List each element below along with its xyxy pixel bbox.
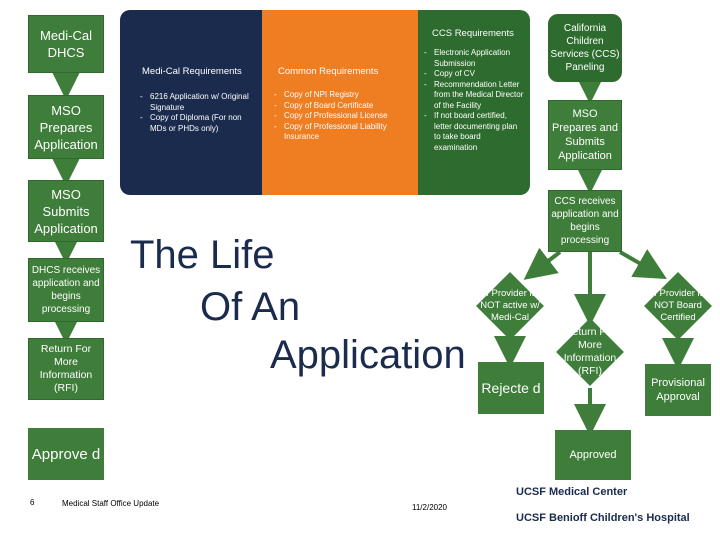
mso-prepares-submits-box: MSO Prepares and Submits Application [548,100,622,170]
common-requirements-heading: Common Requirements [278,66,379,77]
return-rfi-left-label: Return For More Information (RFI) [39,343,93,394]
ccs-receives-label: CCS receives application and begins proc… [551,196,619,246]
ccs-receives-box: CCS receives application and begins proc… [548,190,622,252]
approved-left-label: Approve d [31,445,101,463]
title-line-1: The Life [130,233,275,277]
ccs-requirement-item: If not board certified, letter documenti… [424,111,526,153]
footer-date: 11/2/2020 [412,503,447,512]
dhcs-receives-label: DHCS receives application and begins pro… [31,265,101,315]
provisional-approval-label: Provisional Approval [651,377,705,403]
return-rfi-left-box: Return For More Information (RFI) [28,338,104,400]
medi-cal-requirements-heading: Medi-Cal Requirements [142,66,242,77]
rejected-label: Rejecte d [481,380,541,396]
return-rfi-right-text: Return For More Information (RFI) [563,326,617,377]
logo-medical-center: UCSF Medical Center [516,486,628,498]
provisional-approval-box: Provisional Approval [645,364,711,416]
common-requirements-list: Copy of NPI Registry Copy of Board Certi… [274,90,412,143]
not-board-text: If Provider is NOT Board Certified [651,288,705,323]
not-active-text: If Provider is NOT active w/ Medi-Cal [480,288,540,323]
logo-childrens-hospital: UCSF Benioff Children's Hospital [516,512,690,524]
medi-cal-requirement-item: 6216 Application w/ Original Signature [140,92,260,113]
medi-cal-requirement-item: Copy of Diploma (For non MDs or PHDs onl… [140,113,260,134]
rejected-box: Rejecte d [478,362,544,414]
common-requirement-item: Copy of NPI Registry [274,90,412,101]
ccs-requirements-heading: CCS Requirements [432,28,514,39]
mso-prepares-label: MSO Prepares Application [34,102,98,152]
common-requirement-item: Copy of Professional License [274,111,412,122]
approved-right-label: Approved [569,449,617,461]
ccs-requirement-item: Electronic Application Submission [424,48,526,69]
title-line-3: Application [270,333,466,377]
arrow-ccs-to-notboard [619,249,667,279]
medi-cal-dhcs-label: Medi-Cal DHCS [39,28,92,60]
footer-office: Medical Staff Office Update [62,499,160,508]
ccs-paneling-label: California Children Services (CCS) Panel… [550,23,620,73]
mso-submits-label: MSO Submits Application [34,186,98,236]
page-number: 6 [30,498,35,507]
approved-left-box: Approve d [28,428,104,480]
approved-right-box: Approved [555,430,631,480]
common-requirement-item: Copy of Professional Liability Insurance [274,122,412,143]
title-line-2: Of An [200,285,301,329]
ccs-requirement-item: Copy of CV [424,69,526,80]
medi-cal-dhcs-box: Medi-Cal DHCS [28,15,104,73]
mso-submits-box: MSO Submits Application [28,180,104,242]
ccs-paneling-box: California Children Services (CCS) Panel… [548,14,622,82]
medi-cal-requirements-list: 6216 Application w/ Original Signature C… [140,92,260,134]
ccs-requirements-list: Electronic Application Submission Copy o… [424,48,526,153]
ccs-requirement-item: Recommendation Letter from the Medical D… [424,80,526,112]
arrow-ccs-to-notactive [523,247,562,280]
dhcs-receives-box: DHCS receives application and begins pro… [28,258,104,322]
mso-prepares-box: MSO Prepares Application [28,95,104,159]
common-requirement-item: Copy of Board Certificate [274,101,412,112]
mso-prepares-submits-label: MSO Prepares and Submits Application [551,108,619,162]
